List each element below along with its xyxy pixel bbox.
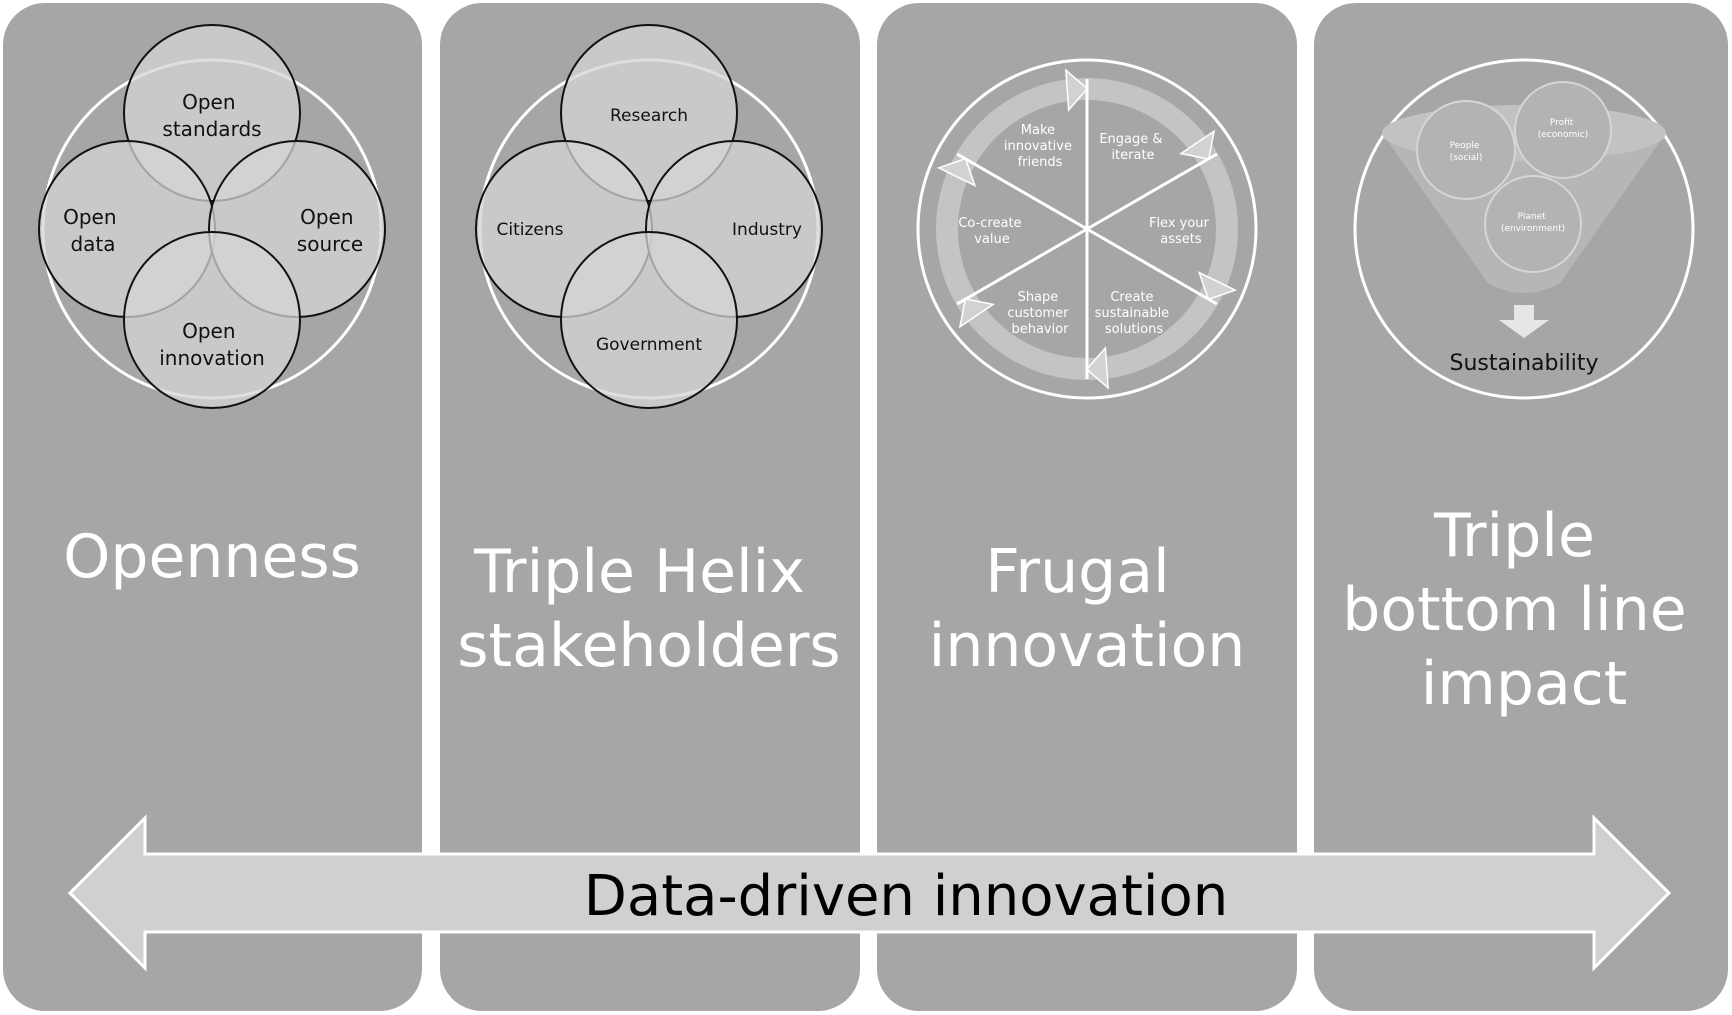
cycle-arrowhead [936,157,977,187]
openness-venn-emblem: Open standards Open data Open source Ope… [38,24,386,409]
panel-triple-helix: Research Citizens Industry Government Tr… [440,3,860,1011]
venn-label-left: Citizens [497,220,564,240]
tbl-circle-planet [1484,175,1582,273]
tbl-circle-people [1416,100,1516,200]
venn-label-top: Research [610,106,688,126]
panel-title-openness: Openness [63,522,361,592]
venn-label-right: Open source [297,205,363,256]
cycle-label-create: Create sustainable solutions [1095,290,1174,337]
cycle-arrowheads [936,68,1238,390]
double-arrow-shape [67,814,1672,972]
venn-label-left: Open data [63,205,123,256]
venn-label-right: Industry [732,220,802,240]
tbl-circle-profit [1514,81,1612,179]
emblem-outer-circle [1353,58,1695,400]
emblem-outer-circle [916,58,1258,400]
triple-helix-venn-emblem: Research Citizens Industry Government [475,24,823,409]
tbl-label-planet: Planet (environment) [1501,212,1565,234]
arrow-label: Data-driven innovation [584,864,1228,929]
tbl-funnel-emblem: People (social) Profit (economic) Planet… [1353,58,1695,400]
panel-title-frugal: Frugal innovation [929,537,1246,681]
cycle-arrowhead [958,298,996,329]
cycle-spoke [1086,227,1218,306]
cycle-arrowhead [1085,346,1110,390]
tbl-label-people: People (social) [1450,141,1483,163]
cycle-label-friends: Make innovative friends [1004,123,1076,170]
venn-label-bottom: Government [596,335,702,355]
cycle-label-engage: Engage & iterate [1099,132,1166,163]
cycle-label-shape: Shape customer behavior [1007,290,1072,337]
panel-triple-bottom-line: People (social) Profit (economic) Planet… [1314,3,1728,1011]
cycle-arrowhead [1197,271,1238,301]
cycle-spoke [956,152,1088,231]
cycle-arrowhead [1064,68,1089,112]
cycle-spokes [956,79,1218,379]
panel-title-tbl: Triple bottom line impact [1342,501,1705,719]
panel-background [877,3,1297,1011]
tbl-result-label: Sustainability [1450,351,1599,376]
down-arrow-icon [1499,305,1549,338]
cycle-label-flex: Flex your assets [1149,216,1213,247]
panel-background [1314,3,1728,1011]
venn-label-top: Open standards [162,90,261,141]
panel-title-triple-helix: Triple Helix stakeholders [457,537,840,681]
panel-openness: Open standards Open data Open source Ope… [3,3,422,1011]
venn-label-bottom: Open innovation [159,319,265,370]
cycle-spoke [1086,152,1218,231]
cycle-label-cocreate: Co-create value [958,216,1025,247]
cycle-spoke [956,227,1088,306]
venn-circle-bottom [560,231,738,409]
panel-frugal-innovation: Engage & iterate Flex your assets Create… [877,3,1297,1011]
venn-circle-bottom [123,231,301,409]
data-driven-innovation-arrow: Data-driven innovation [67,814,1672,972]
cycle-arrowhead [1178,129,1216,160]
frugal-cycle-emblem: Engage & iterate Flex your assets Create… [916,58,1258,400]
tbl-label-profit: Profit (economic) [1538,118,1588,140]
